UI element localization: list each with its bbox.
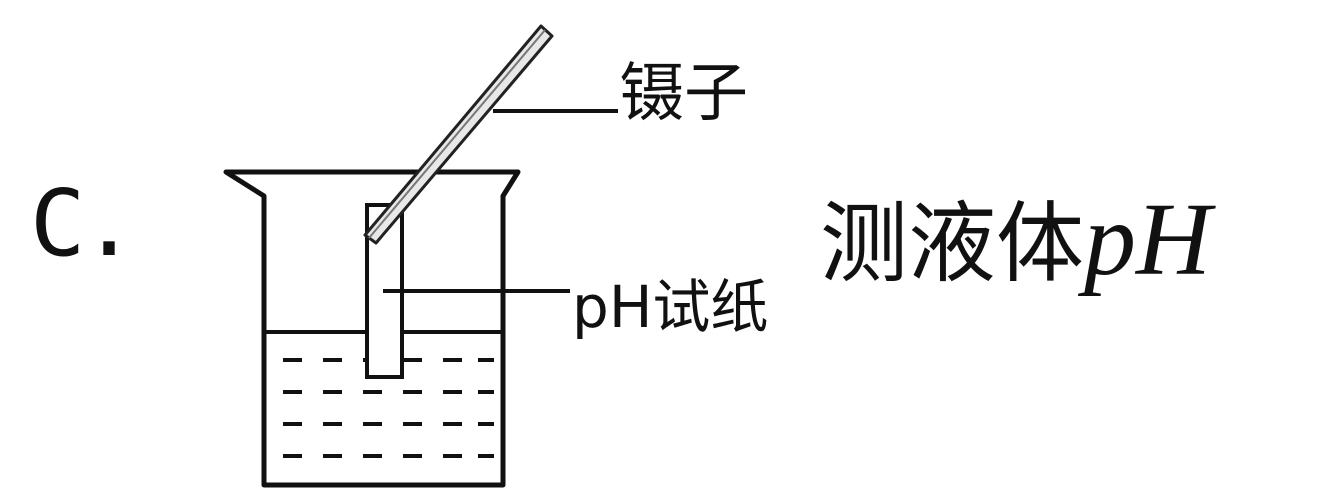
- ph-paper-label: pH试纸: [572, 273, 769, 341]
- tweezers-label: 镊子: [620, 57, 748, 131]
- caption-text: 测液体: [820, 192, 1085, 295]
- beaker-outline: [223, 169, 521, 488]
- tweezers-shape: [363, 24, 554, 245]
- option-letter: C.: [30, 170, 137, 277]
- caption: 测液体pH: [820, 185, 1211, 294]
- caption-math: pH: [1084, 182, 1212, 297]
